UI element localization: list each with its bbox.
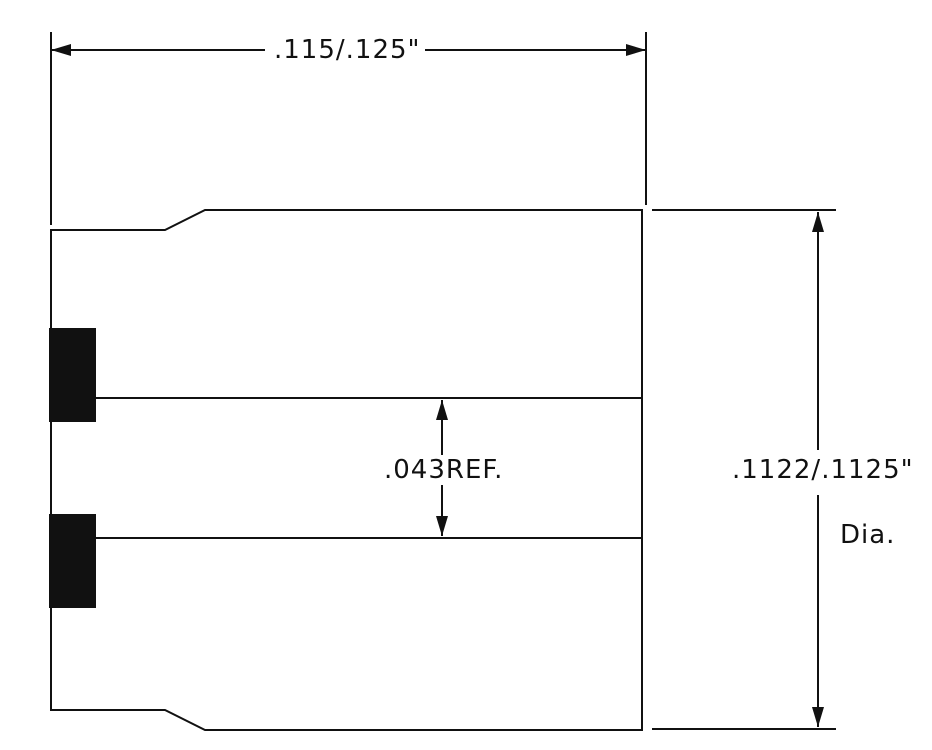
overall-length-label: .115/.125"	[270, 35, 425, 65]
end-block-top	[49, 328, 96, 422]
end-block-bottom	[49, 514, 96, 608]
outer-diameter-label: .1122/.1125"	[728, 455, 918, 485]
bore-diameter-label: .043REF.	[380, 455, 508, 485]
part-outline	[50, 209, 643, 731]
diameter-abbreviation-label: Dia.	[840, 520, 896, 550]
